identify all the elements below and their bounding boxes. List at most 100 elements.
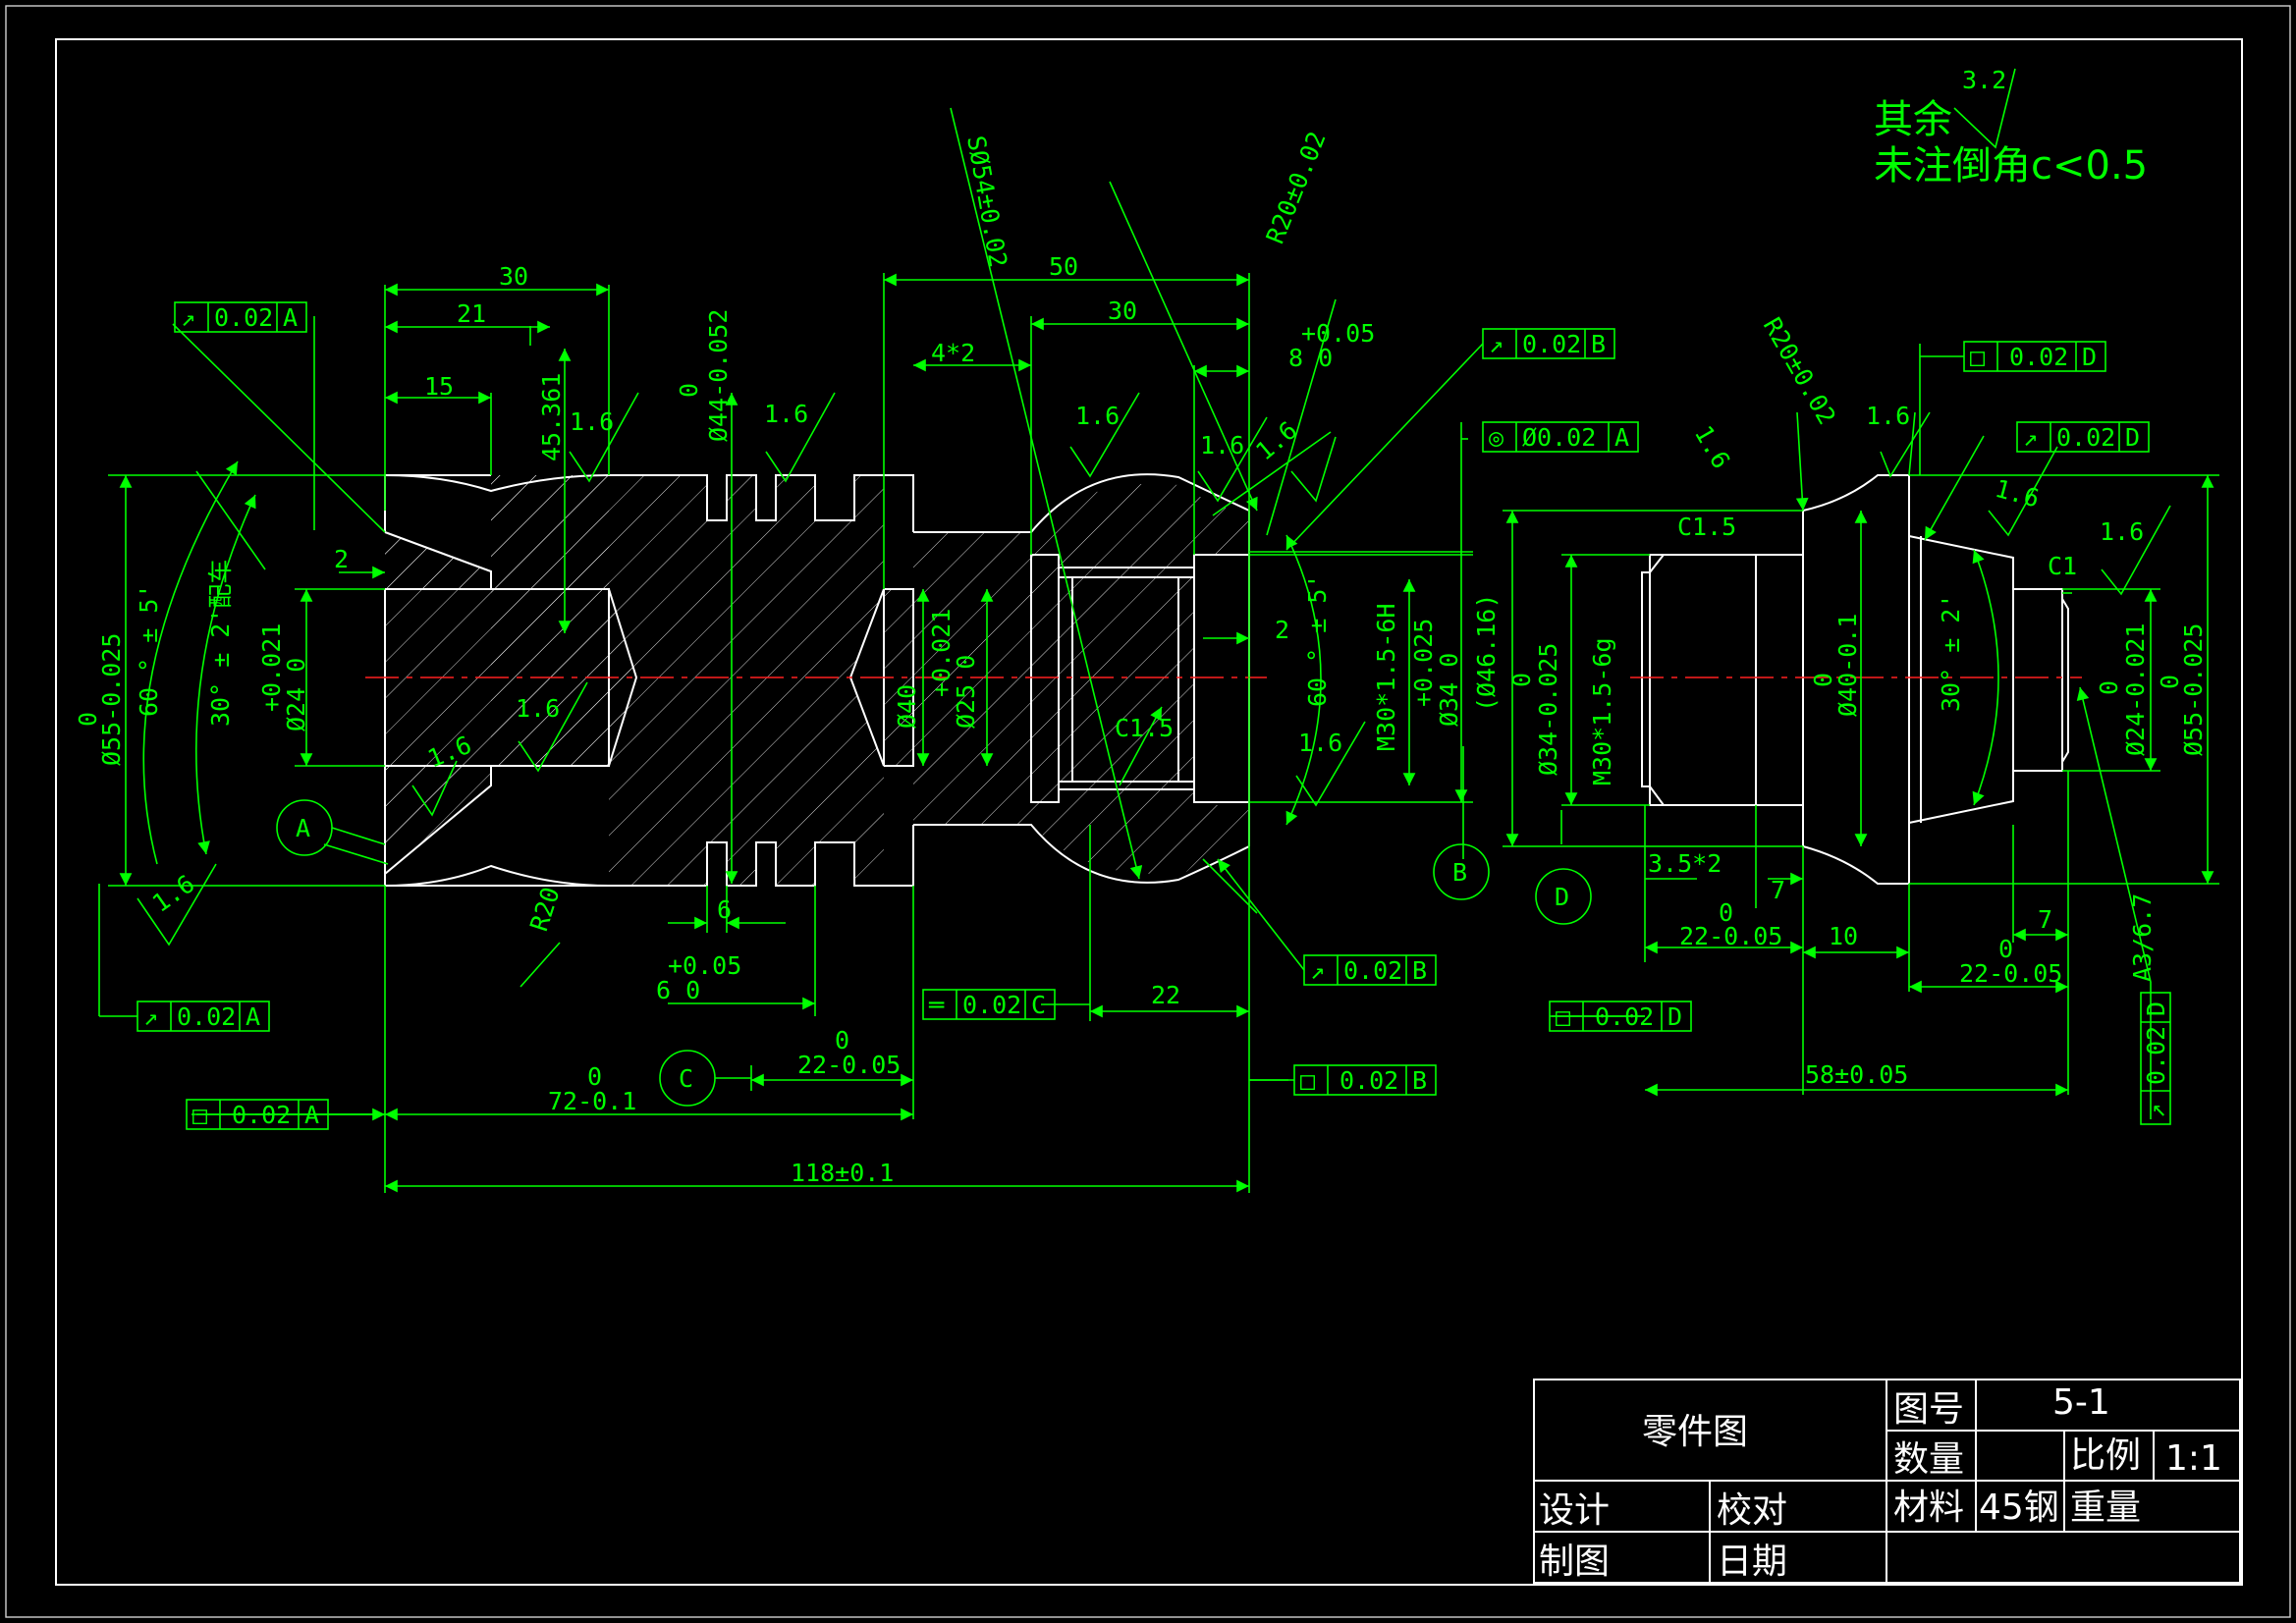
svg-text:═: ═ xyxy=(928,991,945,1019)
dim-c1: C1 xyxy=(2048,552,2077,580)
rough-1-6-m: 1.6 xyxy=(2100,517,2144,546)
rough-1-6-b: 1.6 xyxy=(764,400,808,428)
dim-phi25: Ø25 0 xyxy=(952,655,980,729)
title-scale-label: 比例 xyxy=(2070,1435,2141,1476)
svg-text:□: □ xyxy=(1970,343,1985,371)
leader-lines xyxy=(98,107,2152,1121)
dim-phi34: Ø34 0 xyxy=(1435,653,1463,727)
svg-text:0.02: 0.02 xyxy=(1595,1002,1654,1031)
rough-1-6-i: 1.6 xyxy=(147,869,200,918)
rough-1-6-l: 1.6 xyxy=(1992,474,2042,514)
general-roughness: 3.2 xyxy=(1962,66,2006,94)
fcf-4: ↗ 0.02 B xyxy=(1482,328,1615,359)
note-chamfer: 未注倒角c<0.5 xyxy=(1874,143,2148,189)
svg-text:B: B xyxy=(1412,1066,1427,1095)
fcf-10: ↗ 0.02 D xyxy=(2016,421,2150,453)
title-quantity-label: 数量 xyxy=(1893,1439,1964,1480)
dim-phi44-z: 0 xyxy=(675,383,703,398)
tolerance-frames: ↗ 0.02 A ↗ 0.02 A □ 0.02 A ↗ 0.02 B xyxy=(137,301,2171,1130)
fcf-12: ↗ 0.02 D xyxy=(2140,992,2171,1125)
title-weight-label: 重量 xyxy=(2070,1488,2141,1528)
rough-1-6-d: 1.6 xyxy=(1200,431,1244,460)
dim-m30-6g: M30*1.5-6g xyxy=(1588,637,1616,785)
dim-phi44: Ø44-0.052 xyxy=(704,309,733,442)
dim-58: 58±0.05 xyxy=(1805,1060,1908,1089)
dimension-lines xyxy=(108,273,2219,1193)
dim-3-5x2: 3.5*2 xyxy=(1648,849,1722,878)
dim-phi34b: Ø34-0.025 xyxy=(1534,643,1562,776)
svg-text:↗: ↗ xyxy=(143,1002,158,1031)
datum-c: C xyxy=(679,1064,693,1093)
fcf-7: □ 0.02 B xyxy=(1293,1064,1437,1096)
dim-phi40b-z: 0 xyxy=(1809,673,1837,687)
fcf-8: ═ 0.02 C xyxy=(922,989,1056,1020)
svg-text:↗: ↗ xyxy=(1489,330,1503,358)
dim-phi24b-z: 0 xyxy=(2095,680,2123,695)
dimension-texts: 30 21 15 2 45.361 1.6 0 Ø44-0.052 1.6 50… xyxy=(74,128,2208,1187)
rough-1-6-j: 1.6 xyxy=(1689,421,1736,474)
dim-c15b: C1.5 xyxy=(1677,513,1736,541)
svg-text:D: D xyxy=(2125,423,2140,452)
dim-s054: SØ54±0.02 xyxy=(961,134,1012,269)
inner-border xyxy=(55,38,2243,1586)
svg-text:B: B xyxy=(1412,956,1427,985)
svg-text:0.02: 0.02 xyxy=(1343,956,1402,985)
dim-22: 22-0.05 xyxy=(797,1051,901,1079)
title-scale: 1:1 xyxy=(2165,1438,2222,1479)
notes: 3.2 其余 未注倒角c<0.5 xyxy=(1874,66,2148,189)
svg-text:0.02: 0.02 xyxy=(1339,1066,1398,1095)
title-block: 零件图 图号 5-1 数量 比例 1:1 设计 校对 材料 45钢 重量 制图 … xyxy=(1533,1379,2241,1584)
fcf-2: ↗ 0.02 A xyxy=(137,1001,270,1032)
svg-text:0.02: 0.02 xyxy=(214,303,273,332)
svg-text:↗: ↗ xyxy=(2142,1104,2170,1118)
rough-1-6-k: 1.6 xyxy=(1866,402,1910,430)
svg-text:D: D xyxy=(1667,1002,1682,1031)
dim-21: 21 xyxy=(457,299,486,328)
svg-text:0.02: 0.02 xyxy=(232,1101,291,1129)
datum-a: A xyxy=(296,814,310,842)
dim-phi40: Ø40 xyxy=(893,684,921,729)
fcf-9: □ 0.02 D xyxy=(1963,341,2106,372)
svg-text:C: C xyxy=(1031,991,1046,1019)
dim-phi34b-z: 0 xyxy=(1507,673,1536,687)
fcf-6: ↗ 0.02 B xyxy=(1303,954,1437,986)
dim-118: 118±0.1 xyxy=(791,1159,894,1187)
rough-1-6-a: 1.6 xyxy=(570,407,614,436)
roughness-symbols xyxy=(137,68,2171,947)
svg-text:0.02: 0.02 xyxy=(2142,1026,2170,1085)
fcf-1: ↗ 0.02 A xyxy=(174,301,307,333)
svg-text:A: A xyxy=(283,303,298,332)
dim-r20c: R20±0.02 xyxy=(1758,313,1841,430)
dim-4x2: 4*2 xyxy=(931,339,975,367)
dim-60: 6 0 xyxy=(656,976,700,1004)
datum-markers: A B C D xyxy=(276,799,1592,1107)
svg-text:A: A xyxy=(246,1002,260,1031)
dim-phi25-tol: +0.021 xyxy=(927,609,956,697)
dim-phi34-tol: +0.025 xyxy=(1409,619,1438,707)
svg-text:D: D xyxy=(2142,1001,2170,1016)
dim-10: 10 xyxy=(1829,922,1858,950)
dim-phi55b-z: 0 xyxy=(2156,675,2184,689)
dim-30b: 30 xyxy=(1108,297,1137,325)
dim-phi24: Ø24 0 xyxy=(282,658,310,731)
dim-r20a: R20±0.02 xyxy=(1261,128,1332,248)
dim-2b: 2 xyxy=(1275,616,1289,644)
dim-80: 8 0 xyxy=(1288,344,1333,372)
dim-phi55: Ø55-0.025 xyxy=(97,633,126,766)
dim-phi24b: Ø24-0.021 xyxy=(2121,623,2150,756)
title-date-label: 日期 xyxy=(1717,1542,1787,1582)
dim-a3: A3/6.7 xyxy=(2128,893,2157,982)
dim-ang60b: 60 ° ± 5' xyxy=(1303,574,1332,707)
title-material-label: 材料 xyxy=(1893,1488,1964,1528)
title-drafter-label: 制图 xyxy=(1539,1542,1610,1582)
dim-22b: 22 xyxy=(1151,981,1180,1009)
dim-ang60: 60 ° ± 5' xyxy=(135,584,163,717)
rough-1-6-c: 1.6 xyxy=(1075,402,1120,430)
dim-72-z: 0 xyxy=(587,1062,602,1091)
dim-phi46: (Ø46.16) xyxy=(1472,594,1501,712)
title-check-label: 校对 xyxy=(1717,1490,1787,1531)
dim-22d-z: 0 xyxy=(1998,935,2013,963)
title-part-name: 零件图 xyxy=(1642,1412,1748,1452)
dim-r20b: R20 xyxy=(524,884,566,935)
